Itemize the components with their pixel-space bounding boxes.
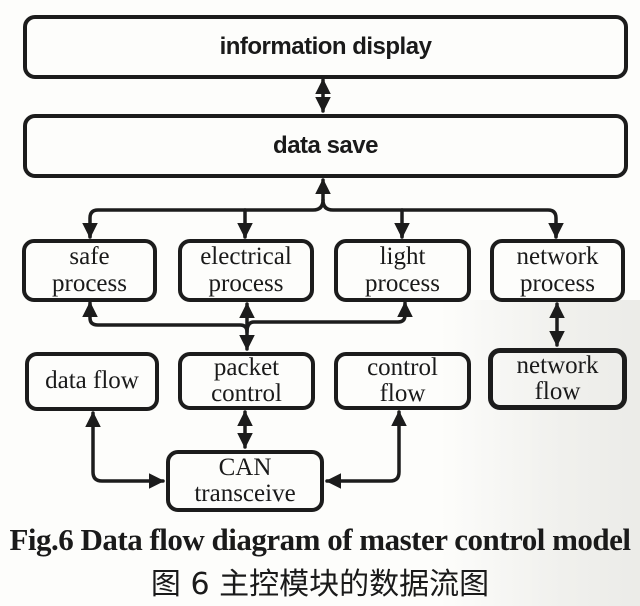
node-safe-process: safe process: [22, 239, 157, 302]
edge-dataflow-can: [85, 411, 165, 489]
node-network-flow: network flow: [488, 348, 627, 410]
node-label-line: light: [379, 243, 426, 271]
node-control-flow: control flow: [334, 352, 471, 410]
node-label-line: control: [211, 380, 282, 407]
node-label-line: electrical: [200, 243, 292, 271]
node-information-display: information display: [23, 15, 628, 79]
node-electrical-process: electrical process: [178, 239, 314, 302]
node-can-transceive: CAN transceive: [166, 450, 324, 512]
edge-controlflow-can: [325, 410, 407, 489]
node-label-line: transceive: [194, 480, 296, 507]
figure-caption-chinese: 图 6 主控模块的数据流图: [150, 567, 490, 602]
edge-bus-top: [88, 198, 558, 238]
node-data-flow: data flow: [25, 352, 159, 411]
node-information-display-label: information display: [219, 33, 432, 61]
node-label-line: flow: [379, 380, 426, 407]
node-label-line: flow: [534, 378, 581, 405]
node-label-line: process: [208, 269, 284, 297]
node-data-save-label: data save: [273, 132, 378, 160]
node-label-line: process: [520, 269, 595, 297]
node-network-process: network process: [490, 239, 625, 302]
figure-caption-english: Fig.6 Data flow diagram of master contro…: [9, 522, 631, 557]
node-light-process: light process: [334, 239, 471, 302]
node-label-line: CAN: [218, 453, 272, 481]
node-data-save: data save: [23, 114, 628, 178]
node-label-line: process: [52, 269, 127, 297]
node-label-line: network: [516, 351, 599, 379]
node-label-line: safe: [69, 243, 110, 271]
node-label-line: data flow: [45, 367, 139, 395]
node-label-line: packet: [213, 353, 280, 381]
node-label-line: control: [367, 353, 438, 381]
node-packet-control: packet control: [178, 352, 315, 410]
node-label-line: process: [365, 269, 440, 297]
node-label-line: network: [516, 243, 599, 271]
